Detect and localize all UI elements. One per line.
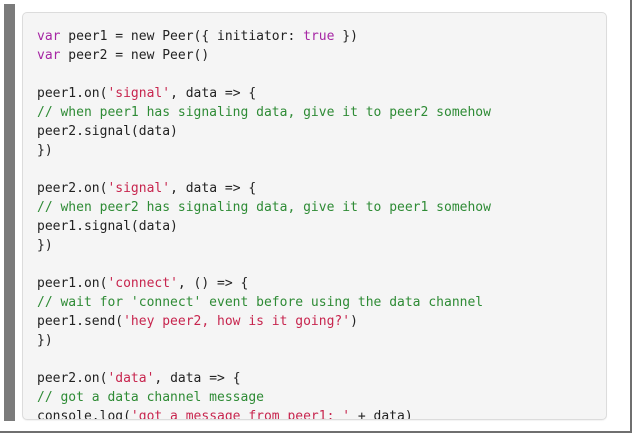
code-token-str: 'signal' <box>107 86 171 101</box>
code-line: peer1.on('connect', () => { <box>37 274 594 293</box>
code-token-str: 'signal' <box>107 181 171 196</box>
code-line: peer1.send('hey peer2, how is it going?'… <box>37 312 594 331</box>
code-token-plain: }) <box>37 333 53 348</box>
code-line <box>37 350 594 369</box>
code-token-plain: peer1 = new Peer({ initiator: <box>60 29 304 44</box>
code-line: peer2.on('signal', data => { <box>37 179 594 198</box>
code-token-bool: true <box>303 29 335 44</box>
code-token-plain: }) <box>334 29 358 44</box>
code-token-cmt: // wait for 'connect' event before using… <box>37 295 484 310</box>
code-line: console.log('got a message from peer1: '… <box>37 407 594 420</box>
code-token-plain: peer2.signal(data) <box>37 124 178 139</box>
code-token-plain: , data => { <box>170 181 257 196</box>
code-token-plain: peer1.on( <box>37 276 108 291</box>
code-token-kw: var <box>37 48 61 63</box>
code-line: var peer2 = new Peer() <box>37 46 594 65</box>
left-scrollbar-rail[interactable] <box>4 4 15 421</box>
code-token-cmt: // got a data channel message <box>37 390 264 405</box>
code-token-cmt: // when peer2 has signaling data, give i… <box>37 200 491 215</box>
code-token-str: 'data' <box>107 371 155 386</box>
code-line: // when peer2 has signaling data, give i… <box>37 198 594 217</box>
code-token-plain: console.log( <box>37 409 131 420</box>
code-line: peer1.signal(data) <box>37 217 594 236</box>
code-line: var peer1 = new Peer({ initiator: true }… <box>37 27 594 46</box>
code-token-plain: , () => { <box>177 276 249 291</box>
code-token-plain: peer1.on( <box>37 86 108 101</box>
code-token-plain: + data) <box>350 409 413 420</box>
code-line: // got a data channel message <box>37 388 594 407</box>
code-line: // when peer1 has signaling data, give i… <box>37 103 594 122</box>
code-block-content[interactable]: var peer1 = new Peer({ initiator: true }… <box>23 13 606 420</box>
code-token-plain: peer2.on( <box>37 371 108 386</box>
code-token-plain: peer1.send( <box>37 314 124 329</box>
code-token-cmt: // when peer1 has signaling data, give i… <box>37 105 491 120</box>
code-token-kw: var <box>37 29 61 44</box>
code-token-str: 'hey peer2, how is it going?' <box>123 314 351 329</box>
code-line: peer2.signal(data) <box>37 122 594 141</box>
code-token-plain: }) <box>37 143 53 158</box>
code-line: }) <box>37 141 594 160</box>
code-line <box>37 65 594 84</box>
code-token-plain: }) <box>37 238 53 253</box>
code-line: }) <box>37 331 594 350</box>
code-line <box>37 160 594 179</box>
code-line: peer2.on('data', data => { <box>37 369 594 388</box>
code-token-plain: peer1.signal(data) <box>37 219 178 234</box>
code-block-card: var peer1 = new Peer({ initiator: true }… <box>22 12 607 420</box>
code-line: peer1.on('signal', data => { <box>37 84 594 103</box>
code-token-plain: , data => { <box>154 371 241 386</box>
code-token-plain: peer2.on( <box>37 181 108 196</box>
code-token-str: 'got a message from peer1: ' <box>130 409 351 420</box>
code-token-str: 'connect' <box>107 276 178 291</box>
code-line: }) <box>37 236 594 255</box>
code-token-plain: , data => { <box>170 86 257 101</box>
code-line <box>37 255 594 274</box>
code-token-plain: peer2 = new Peer() <box>60 48 210 63</box>
code-token-plain: ) <box>350 314 358 329</box>
code-line: // wait for 'connect' event before using… <box>37 293 594 312</box>
